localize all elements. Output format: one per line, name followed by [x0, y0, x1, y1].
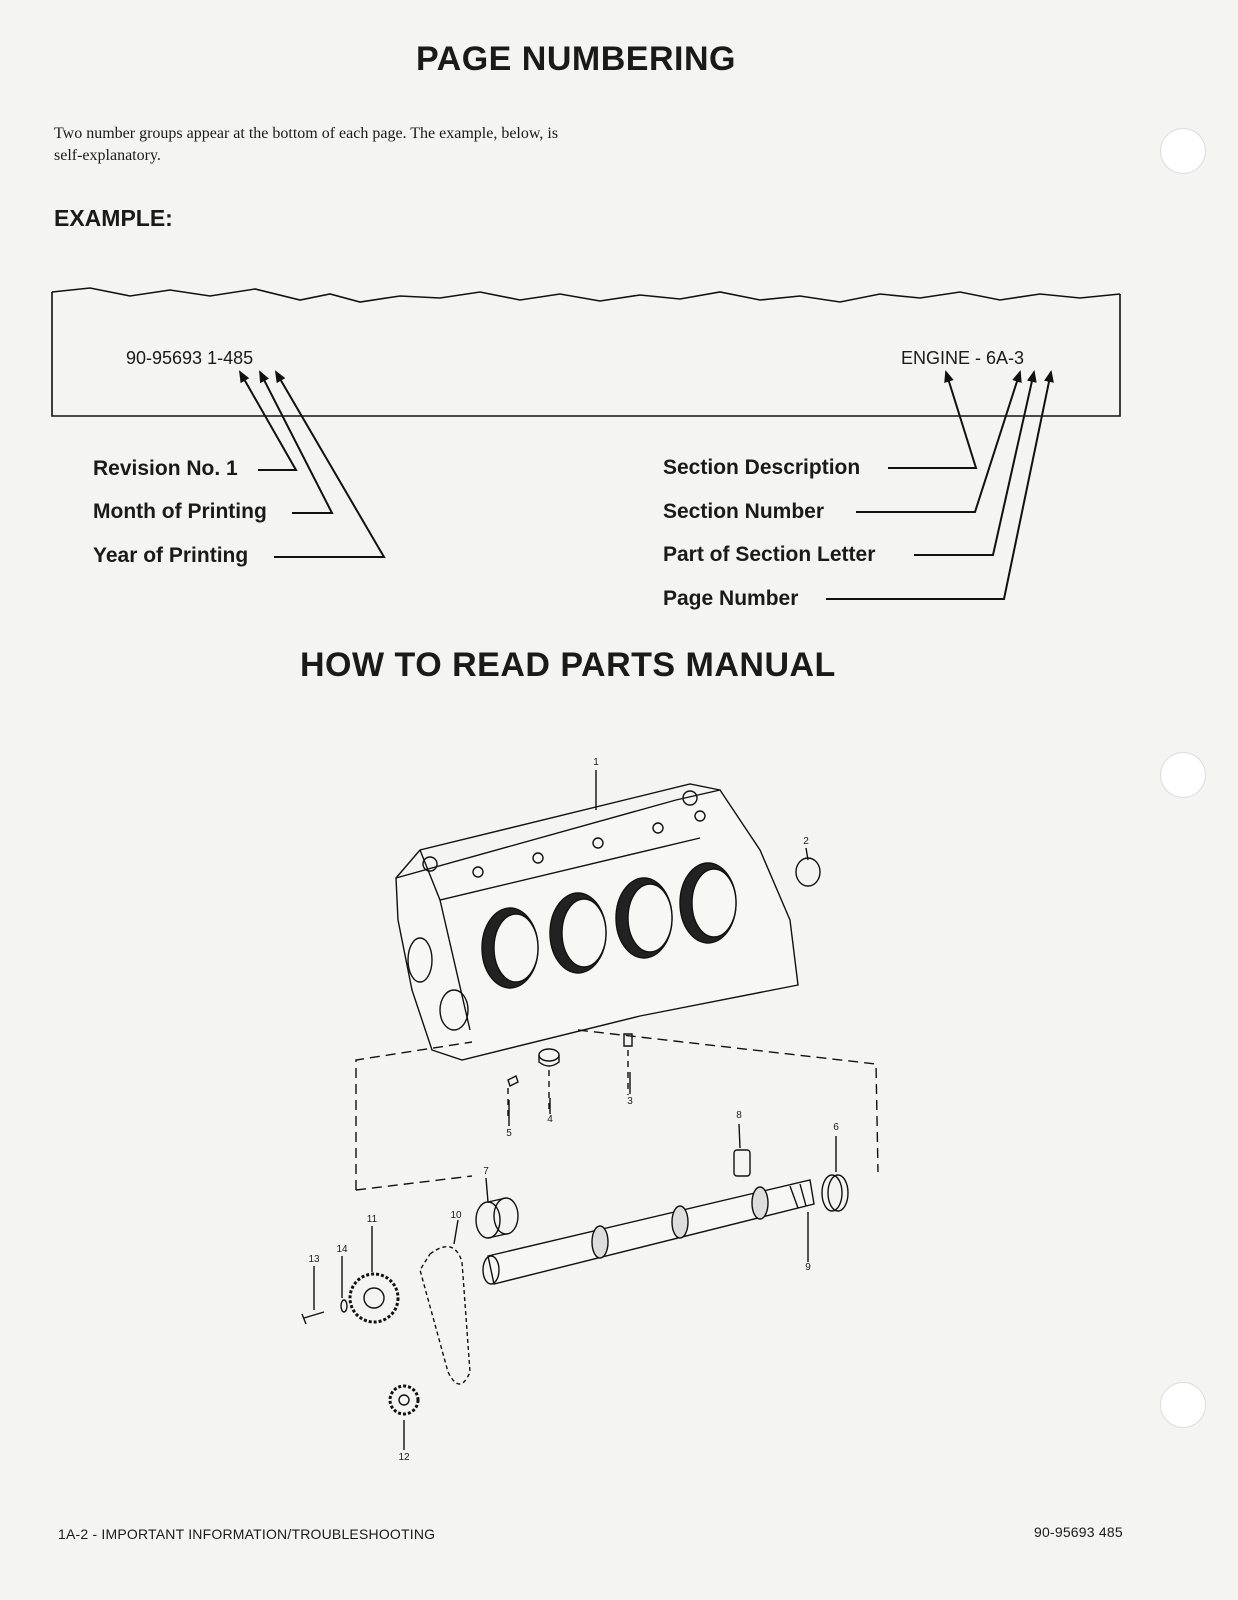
leader-section-number	[856, 370, 1022, 513]
callout-14: 14	[336, 1244, 348, 1255]
example-left-code: 90-95693 1-485	[126, 348, 254, 368]
label-month: Month of Printing	[93, 500, 267, 523]
callout-7: 7	[483, 1166, 489, 1177]
leader-month	[259, 370, 334, 514]
callout-12: 12	[398, 1452, 410, 1463]
label-section-number: Section Number	[663, 500, 825, 523]
callout-5: 5	[506, 1128, 512, 1139]
callout-10: 10	[450, 1210, 462, 1221]
binder-hole-top	[1160, 128, 1206, 174]
timing-chain	[419, 1245, 471, 1385]
footer-part-number: 90-95693 485	[1034, 1524, 1123, 1540]
callout-13: 13	[308, 1254, 320, 1265]
label-part-letter: Part of Section Letter	[663, 543, 876, 566]
leader-revision	[239, 370, 298, 471]
leader-part-letter	[914, 370, 1037, 556]
callout-1: 1	[593, 757, 599, 768]
label-page-number: Page Number	[663, 587, 799, 610]
label-revision: Revision No. 1	[93, 457, 238, 480]
callout-2: 2	[803, 836, 809, 847]
callout-6: 6	[833, 1122, 839, 1133]
callout-8: 8	[736, 1110, 742, 1121]
callout-11: 11	[366, 1214, 378, 1225]
label-year: Year of Printing	[93, 544, 249, 567]
example-right-code: ENGINE - 6A-3	[901, 348, 1025, 368]
parts-heading: HOW TO READ PARTS MANUAL	[300, 646, 836, 684]
page-title: PAGE NUMBERING	[416, 40, 736, 78]
callout-4: 4	[547, 1114, 553, 1125]
footer-section-title: 1A-2 - IMPORTANT INFORMATION/TROUBLESHOO…	[58, 1526, 436, 1542]
binder-hole-middle	[1160, 752, 1206, 798]
label-section-description: Section Description	[663, 456, 861, 479]
torn-page-edge	[51, 287, 1121, 303]
leader-page-number	[826, 370, 1054, 600]
leader-section-description	[888, 370, 978, 469]
camshaft	[487, 1179, 815, 1285]
example-heading: EXAMPLE:	[54, 205, 173, 231]
callout-3: 3	[627, 1096, 633, 1107]
leader-year	[274, 370, 386, 558]
page-box	[51, 292, 1121, 417]
callout-9: 9	[805, 1262, 811, 1273]
binder-hole-bottom	[1160, 1382, 1206, 1428]
intro-paragraph: Two number groups appear at the bottom o…	[54, 125, 559, 164]
